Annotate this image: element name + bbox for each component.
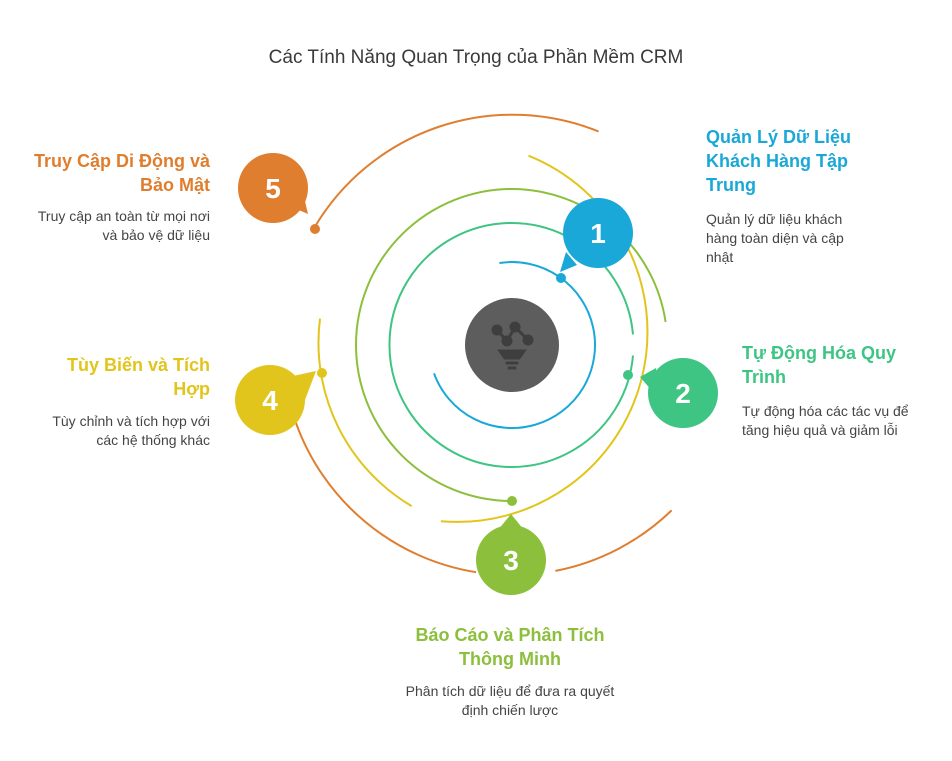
bubble-1: 1 — [560, 198, 633, 272]
bubble-2: 2 — [640, 358, 718, 428]
dot-3 — [507, 496, 517, 506]
feature-3-description: Phân tích dữ liệu để đưa ra quyết định c… — [405, 683, 615, 718]
bubble-5-number: 5 — [265, 173, 281, 204]
feature-4-description: Tùy chỉnh và tích hợp với các hệ thống k… — [52, 413, 210, 448]
feature-5-title: Truy Cập Di Động và Bảo Mật — [33, 151, 210, 195]
orbit-ring-1 — [433, 261, 597, 429]
bubble-5: 5 — [238, 153, 308, 223]
dot-1 — [556, 273, 566, 283]
feature-1-description: Quản lý dữ liệu khách hàng toàn diện và … — [706, 211, 844, 265]
dot-2 — [623, 370, 633, 380]
dot-5 — [310, 224, 320, 234]
feature-2-title: Tự Động Hóa Quy Trình — [742, 343, 897, 387]
orbit-ring-5-lower — [294, 422, 477, 574]
feature-3-title: Báo Cáo và Phân Tích Thông Minh — [415, 625, 605, 669]
feature-2-description: Tự động hóa các tác vụ để tăng hiệu quả … — [742, 403, 909, 438]
feature-4-title: Tùy Biến và Tích Hợp — [66, 355, 210, 399]
feature-5-description: Truy cập an toàn từ mọi nơi và bảo vệ dữ… — [37, 208, 210, 243]
dot-4 — [317, 368, 327, 378]
orbit-ring-5 — [313, 113, 673, 572]
bubble-2-number: 2 — [675, 378, 691, 409]
feature-1-title: Quản Lý Dữ Liệu Khách Hàng Tập Trung — [706, 127, 852, 195]
page-title: Các Tính Năng Quan Trọng của Phần Mềm CR… — [268, 47, 684, 68]
bubble-4: 4 — [235, 365, 316, 435]
bubble-3-number: 3 — [503, 545, 519, 576]
bubble-4-number: 4 — [262, 385, 278, 416]
lightbulb-network-icon — [491, 321, 534, 370]
center-hub — [465, 298, 559, 392]
bubble-1-number: 1 — [590, 218, 606, 249]
bubble-3: 3 — [476, 514, 546, 595]
